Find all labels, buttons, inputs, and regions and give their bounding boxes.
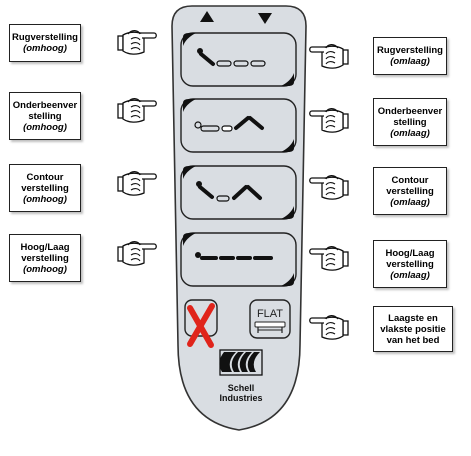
label-back-down: Rugverstelling (omlaag): [373, 37, 447, 75]
label-hilo-down: Hoog/Laag verstelling (omlaag): [373, 240, 447, 288]
pointing-hand-icon: [309, 43, 349, 69]
pointing-hand-icon: [309, 314, 349, 340]
back-up-position-icon: [197, 48, 266, 67]
flat-label: FLAT: [257, 308, 283, 320]
pointing-hand-icon: [117, 97, 157, 123]
pointing-hand-icon: [117, 29, 157, 55]
pointing-hand-icon: [117, 240, 157, 266]
contour-position-icon: [196, 181, 262, 202]
label-knee-down: Onderbeenver stelling (omlaag): [373, 98, 447, 146]
pointing-hand-icon: [309, 245, 349, 271]
back-adjust-button[interactable]: [180, 32, 297, 87]
flat-bed-icon: [254, 321, 286, 333]
label-contour-up: Contour verstelling (omhoog): [9, 164, 81, 212]
hilo-adjust-button[interactable]: [180, 232, 297, 287]
triangle-down-icon: [258, 13, 272, 24]
label-hilo-up: Hoog/Laag verstelling (omhoog): [9, 234, 81, 282]
pointing-hand-icon: [309, 174, 349, 200]
knee-position-icon: [194, 116, 264, 132]
label-contour-down: Contour verstelling (omlaag): [373, 167, 447, 215]
flat-button[interactable]: FLAT: [249, 299, 291, 339]
label-flat-position: Laagste en vlakste positie van het bed: [373, 306, 453, 352]
pointing-hand-icon: [309, 107, 349, 133]
knee-adjust-button[interactable]: [180, 98, 297, 153]
pointing-hand-icon: [117, 170, 157, 196]
brand-name: Schell Industries: [219, 383, 263, 403]
label-back-up: Rugverstelling (omhoog): [9, 24, 81, 62]
contour-adjust-button[interactable]: [180, 165, 297, 220]
red-x-lockout-icon: [187, 303, 215, 348]
triangle-up-icon: [200, 11, 214, 22]
schell-logo-icon: [219, 349, 263, 376]
hilo-position-icon: [195, 252, 273, 260]
lockout-button[interactable]: [184, 299, 218, 348]
label-knee-up: Onderbeenver stelling (omhoog): [9, 92, 81, 140]
